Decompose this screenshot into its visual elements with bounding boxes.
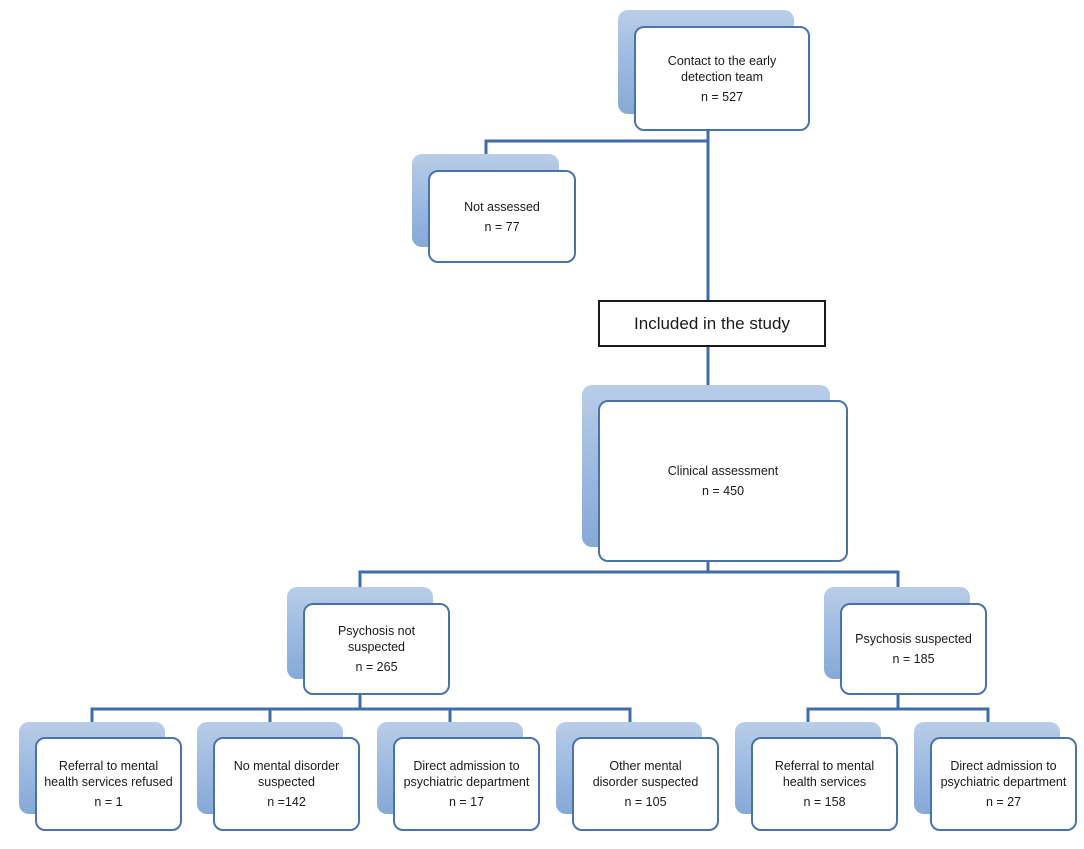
contact-label: Contact to the early detection team (667, 53, 777, 84)
direct-admission-2-count: n = 27 (985, 795, 1022, 809)
suspected-label: Psychosis suspected (855, 632, 972, 646)
contact-count: n = 527 (700, 89, 744, 104)
no-disorder-label: No mental disorder suspected (233, 759, 340, 789)
clinical-label: Clinical assessment (667, 464, 779, 478)
not-suspected-count: n = 265 (355, 660, 398, 674)
referral-refused-count: n = 1 (94, 795, 123, 809)
no-disorder-count: n =142 (267, 795, 306, 809)
other-disorder-label: Other mental disorder suspected (592, 759, 699, 789)
suspected-count: n = 185 (892, 652, 935, 666)
direct-admission-1-count: n = 17 (448, 795, 485, 809)
other-disorder-count: n = 105 (624, 795, 667, 809)
referral-refused-label: Referral to mental health services refus… (44, 759, 173, 789)
direct-admission-1-label: Direct admission to psychiatric departme… (403, 759, 530, 789)
referral-services-label: Referral to mental health services (774, 759, 875, 789)
included-label: Included in the study (634, 313, 790, 333)
clinical-count: n = 450 (701, 484, 745, 498)
direct-admission-2-label: Direct admission to psychiatric departme… (940, 759, 1067, 789)
not-suspected-label: Psychosis not suspected (337, 624, 416, 654)
included-in-study-box: Included in the study (598, 300, 826, 347)
not-assessed-count: n = 77 (484, 219, 520, 234)
referral-services-count: n = 158 (803, 795, 846, 809)
not-assessed-label: Not assessed (464, 199, 540, 214)
